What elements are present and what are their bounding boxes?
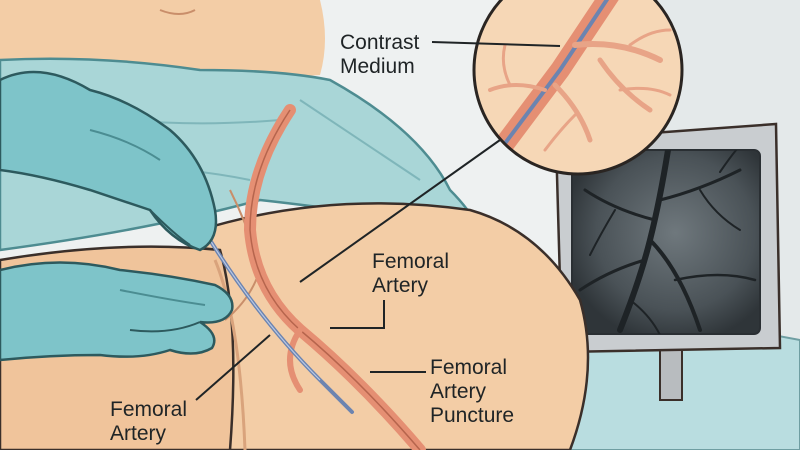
femoral-artery-label-bottom: Femoral Artery [110,398,187,446]
contrast-medium-label: Contrast Medium [340,31,419,79]
leader-contrast [431,41,561,47]
leader-lines [195,41,561,401]
femoral-artery-puncture-label: Femoral Artery Puncture [430,356,514,428]
femoral-artery-label: Femoral Artery [372,250,449,298]
navel [159,9,196,15]
angiography-monitor [554,122,782,401]
magnified-inset [472,0,684,176]
label-line: Contrast [340,31,420,54]
artery-branch [287,327,303,393]
gloved-hand-upper [0,70,218,252]
label-line: Artery [372,274,429,297]
label-line: Femoral [372,250,450,273]
label-line: Femoral [430,356,508,379]
label-line: Medium [340,55,415,78]
leader-inset [299,139,501,283]
leader-femoral-mid [330,300,385,329]
leader-femoral-bottom [195,334,271,401]
label-line: Artery [430,380,487,403]
label-line: Femoral [110,398,188,421]
label-line: Puncture [430,404,515,427]
groin-crease [213,259,247,450]
inset-border [472,0,684,176]
gloved-hand-lower [0,261,234,362]
angiogram-vessels [578,150,757,334]
drape-fold [299,99,421,181]
label-line: Artery [110,422,167,445]
catheter-highlight [209,239,321,381]
femoral-artery-outline [249,109,421,450]
catheter-zoomed [498,0,622,152]
